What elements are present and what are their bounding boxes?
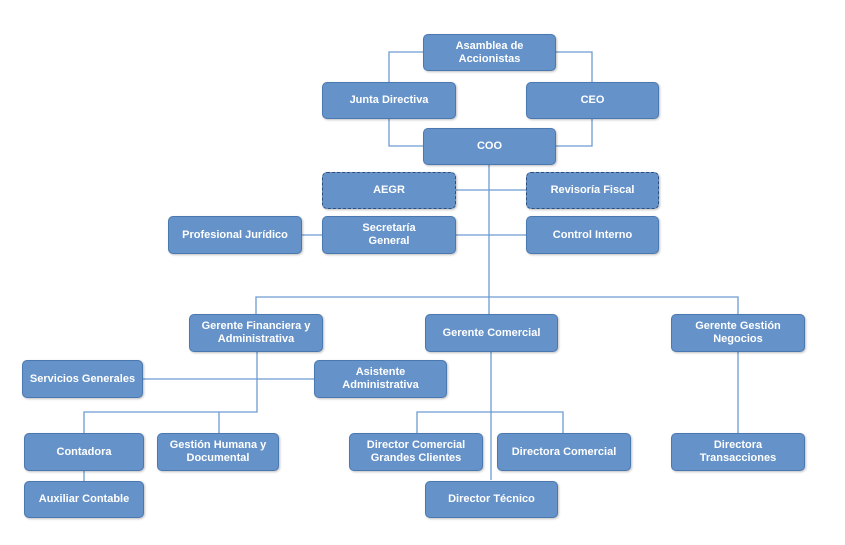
node-auxiliar-contable: Auxiliar Contable — [24, 481, 144, 518]
node-director-comercial-grandes-clientes: Director Comercial Grandes Clientes — [349, 433, 483, 471]
node-contadora: Contadora — [24, 433, 144, 471]
node-gestion-humana: Gestión Humana y Documental — [157, 433, 279, 471]
node-junta-directiva: Junta Directiva — [322, 82, 456, 119]
node-aegr: AEGR — [322, 172, 456, 209]
node-profesional-juridico: Profesional Jurídico — [168, 216, 302, 254]
node-revisoria-fiscal: Revisoría Fiscal — [526, 172, 659, 209]
node-asamblea-de-accionistas: Asamblea de Accionistas — [423, 34, 556, 71]
node-ceo: CEO — [526, 82, 659, 119]
node-coo: COO — [423, 128, 556, 165]
node-gerente-gestion-negocios: Gerente Gestión Negocios — [671, 314, 805, 352]
node-director-tecnico: Director Técnico — [425, 481, 558, 518]
node-control-interno: Control Interno — [526, 216, 659, 254]
node-secretaria-general: Secretaría General — [322, 216, 456, 254]
node-gerente-comercial: Gerente Comercial — [425, 314, 558, 352]
node-asistente-administrativa: Asistente Administrativa — [314, 360, 447, 398]
node-servicios-generales: Servicios Generales — [22, 360, 143, 398]
node-directora-comercial: Directora Comercial — [497, 433, 631, 471]
node-directora-transacciones: Directora Transacciones — [671, 433, 805, 471]
node-gerente-financiera: Gerente Financiera y Administrativa — [189, 314, 323, 352]
